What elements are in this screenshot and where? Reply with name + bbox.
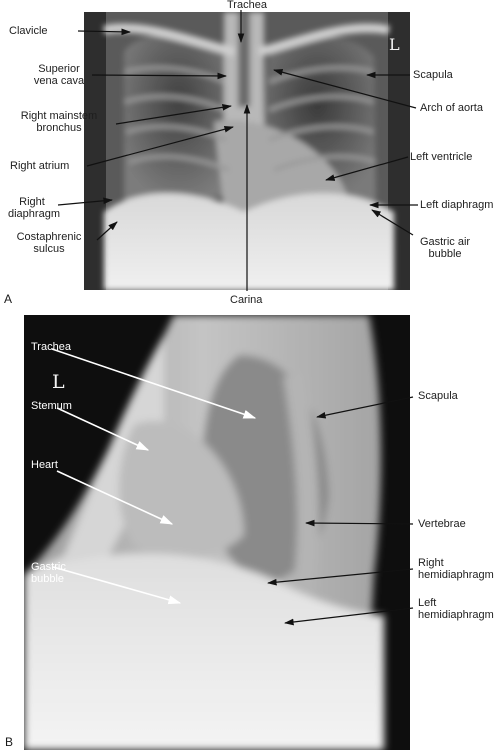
- label-right-hemidiaphragm: Right hemidiaphragm: [418, 557, 494, 581]
- label-right-diaphragm: Right diaphragm: [8, 196, 60, 220]
- label-costaphrenic-sulcus: Costaphrenic sulcus: [16, 231, 82, 255]
- panel-letter-a: A: [4, 292, 13, 306]
- label-clavicle: Clavicle: [9, 25, 48, 37]
- xray-panel-a: L: [84, 12, 410, 290]
- xray-panel-b: L: [24, 315, 410, 750]
- side-marker-l: L: [389, 35, 400, 54]
- lateral-chest-xray-image: [24, 315, 410, 750]
- label-carina: Carina: [230, 294, 263, 306]
- label-vertebrae: Vertebrae: [418, 518, 466, 530]
- pa-chest-xray-image: [84, 12, 410, 290]
- label-left-hemidiaphragm: Left hemidiaphragm: [418, 597, 494, 621]
- side-marker-l: L: [52, 371, 65, 393]
- label-arch-of-aorta: Arch of aorta: [420, 102, 483, 114]
- label-scapula-a: Scapula: [413, 69, 453, 81]
- label-superior-vena-cava: Superior vena cava: [33, 63, 85, 87]
- label-left-ventricle: Left ventricle: [410, 151, 473, 163]
- label-heart: Heart: [31, 459, 58, 471]
- label-right-atrium: Right atrium: [10, 160, 70, 172]
- label-sternum: Stemum: [31, 400, 72, 412]
- label-scapula-b: Scapula: [418, 390, 458, 402]
- panel-letter-b: B: [5, 735, 14, 749]
- label-right-mainstem-bronchus: Right mainstem bronchus: [20, 110, 98, 134]
- label-gastric-bubble: Gastric bubble: [31, 561, 66, 585]
- label-trachea-b: Trachea: [31, 341, 71, 353]
- label-gastric-air-bubble: Gastric air bubble: [419, 236, 471, 260]
- label-left-diaphragm: Left diaphragm: [420, 199, 494, 211]
- label-trachea-a: Trachea: [227, 0, 267, 11]
